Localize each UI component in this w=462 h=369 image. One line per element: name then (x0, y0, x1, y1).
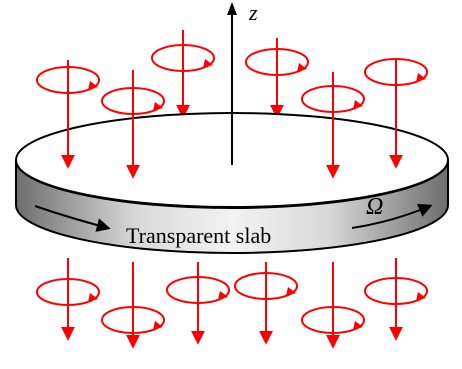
rotation-arrowhead (88, 293, 98, 302)
rotation-arrowhead (297, 63, 307, 72)
rotation-arrowhead (153, 321, 163, 330)
rotation-circle (36, 66, 100, 94)
rotation-circle (101, 87, 165, 115)
lower-field-4 (301, 262, 365, 349)
rotation-circle (36, 278, 100, 306)
z-axis (227, 2, 237, 165)
rotation-circle (301, 85, 365, 113)
upper-field-front-1 (101, 70, 165, 179)
upper-field-back-1 (245, 38, 309, 119)
rotation-arrowhead (218, 291, 228, 300)
lower-field-2 (166, 262, 230, 345)
rotation-omega-label: Ω (366, 194, 383, 220)
rotation-circle (101, 306, 165, 334)
rotation-arrowhead (353, 321, 363, 330)
rotation-arrowhead (286, 287, 296, 296)
rotation-arrow-right (351, 203, 433, 229)
rotation-circle (364, 58, 428, 86)
field-lines-over-slab (36, 58, 428, 179)
lower-field-1 (101, 262, 165, 349)
rotation-circle (166, 276, 230, 304)
rotation-circle (151, 44, 215, 72)
rotation-arrowhead (353, 100, 363, 109)
upper-field-front-3 (364, 58, 428, 169)
rotation-arrowhead (88, 81, 98, 90)
rotation-circle (245, 48, 309, 76)
lower-field-lines (36, 258, 428, 349)
rotation-arrowhead (203, 59, 213, 68)
slab-label: Transparent slab (126, 223, 271, 248)
rotation-arrowhead (416, 73, 426, 82)
rotation-arrow-left (34, 205, 111, 232)
rotation-circle (301, 306, 365, 334)
z-axis-label: z (248, 0, 258, 25)
rotation-circle (364, 277, 428, 305)
rotation-arrowhead (153, 102, 163, 111)
upper-field-front-0 (36, 60, 100, 169)
upper-field-lines (151, 30, 309, 119)
lower-field-0 (36, 258, 100, 341)
upper-field-front-2 (301, 72, 365, 179)
lower-field-5 (364, 258, 428, 341)
rotation-circle (234, 272, 298, 300)
rotation-arrowhead (416, 292, 426, 301)
upper-field-back-0 (151, 30, 215, 119)
lower-field-3 (234, 262, 298, 345)
